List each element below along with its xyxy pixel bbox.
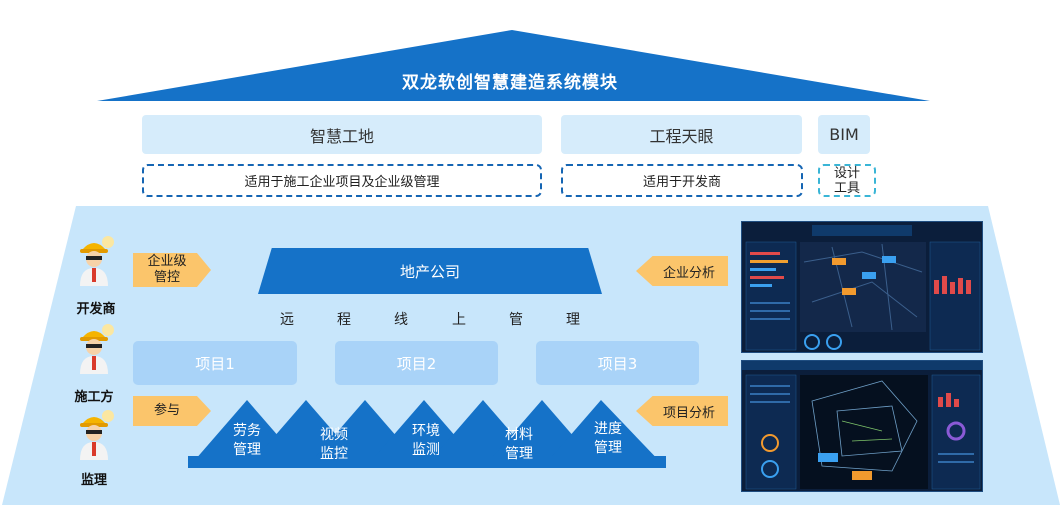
- scope-bim-line1: 设计: [833, 165, 860, 181]
- product-smart-site: 智慧工地: [142, 115, 542, 154]
- remote-char: 理: [566, 312, 580, 328]
- dashboard-screenshot-project: [741, 360, 983, 492]
- dashboard-enterprise-graphic: [745, 225, 981, 351]
- module-environment-line2: 监测: [412, 442, 440, 458]
- module-material-line1: 材料: [505, 427, 533, 443]
- scope-smart-site: 适用于施工企业项目及企业级管理: [142, 164, 542, 197]
- tag-enterprise-control: 企业级 管控: [133, 253, 211, 287]
- developer-worker-icon: [80, 236, 114, 286]
- scope-sky-eye: 适用于开发商: [561, 164, 803, 197]
- scope-bim-line2: 工具: [833, 180, 860, 196]
- module-material-line2: 管理: [505, 446, 533, 462]
- tag-enterprise-control-line2: 管控: [153, 270, 180, 285]
- remote-char: 上: [452, 312, 466, 328]
- remote-char: 程: [337, 312, 351, 328]
- product-sky-eye: 工程天眼: [561, 115, 802, 154]
- role-contractor: 施工方: [74, 390, 114, 405]
- module-video-line2: 监控: [320, 446, 348, 462]
- module-labor-line1: 劳务: [233, 423, 261, 439]
- remote-char: 管: [509, 312, 523, 328]
- roof: [97, 30, 930, 101]
- module-labor-line2: 管理: [233, 442, 261, 458]
- tag-enterprise-control-line1: 企业级: [147, 254, 187, 269]
- supervisor-worker-icon: [80, 410, 114, 460]
- company-bar: 地产公司: [258, 248, 602, 294]
- contractor-worker-icon: [80, 324, 114, 374]
- module-environment-line1: 环境: [412, 423, 440, 439]
- module-material: 材料 管理: [491, 426, 547, 464]
- dashboard-screenshot-enterprise: [741, 221, 983, 353]
- scope-bim: 设计 工具: [818, 164, 876, 197]
- tag-enterprise-analysis: 企业分析: [636, 256, 728, 286]
- module-progress-line1: 进度: [594, 421, 622, 437]
- module-video-line1: 视频: [320, 427, 348, 443]
- role-supervisor: 监理: [80, 473, 107, 488]
- module-video: 视频 监控: [306, 426, 362, 464]
- role-developer: 开发商: [76, 302, 116, 317]
- dashboard-project-graphic: [742, 361, 982, 490]
- project-box: 项目3: [536, 341, 699, 385]
- tag-project-analysis: 项目分析: [636, 396, 728, 426]
- module-progress-line2: 管理: [594, 440, 622, 456]
- project-box: 项目1: [133, 341, 297, 385]
- tag-participate: 参与: [133, 396, 211, 426]
- module-labor: 劳务 管理: [219, 422, 275, 460]
- remote-char: 线: [394, 312, 408, 328]
- diagram-title: 双龙软创智慧建造系统模块: [402, 73, 618, 93]
- product-bim: BIM: [818, 115, 870, 154]
- remote-char: 远: [280, 312, 294, 328]
- project-box: 项目2: [335, 341, 498, 385]
- module-environment: 环境 监测: [398, 422, 454, 460]
- module-progress: 进度 管理: [580, 420, 636, 458]
